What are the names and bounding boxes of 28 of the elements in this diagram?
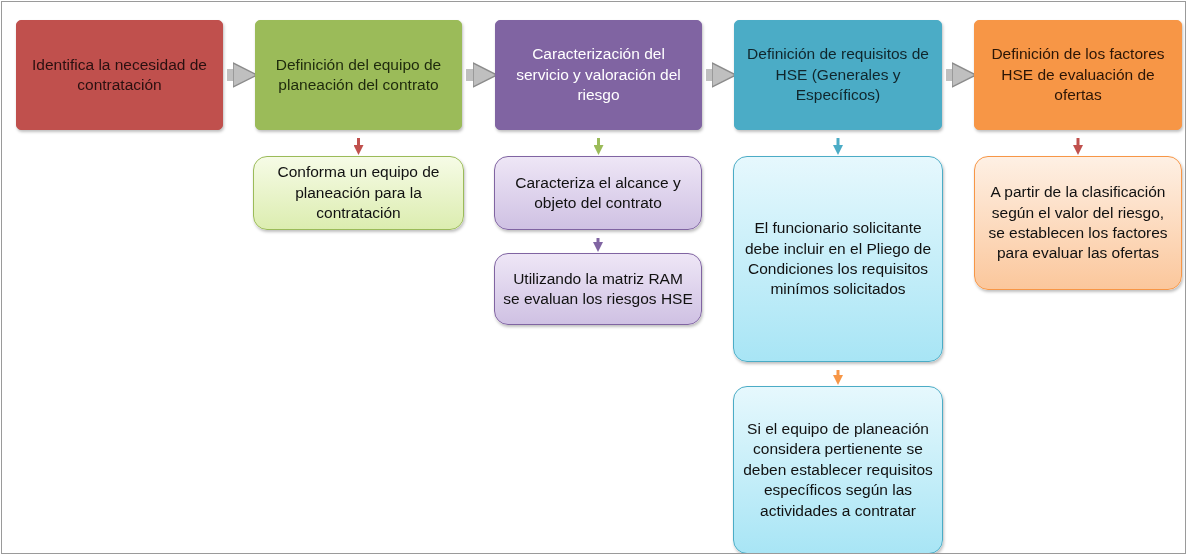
box-text: Caracteriza el alcance y objeto del contrato (514, 172, 682, 213)
box-text: Definición del equipo de planeación del contrato (274, 54, 443, 95)
arrow (1073, 138, 1083, 155)
box-text: Utilizando la matriz RAM se evaluan los riesgos HSE (503, 268, 693, 309)
box-text: Definición de los factores HSE de evaluación de ofertas (990, 44, 1166, 106)
process-box (495, 20, 702, 130)
box-text: Definición de requisitos de HSE (Generales y Específicos) (746, 44, 930, 106)
arrow (593, 238, 603, 252)
box-text: El funcionario solicitante debe incluir en el Pliego de Condiciones los requisitos minímos solicitados (743, 218, 933, 300)
arrow (593, 138, 604, 155)
box-text: Conforma un equipo de planeación para la contratación (276, 162, 441, 224)
detail-box (733, 156, 943, 362)
process-box (16, 20, 223, 130)
process-box (974, 20, 1182, 130)
process-box (255, 20, 462, 130)
box-text: Si el equipo de planeación considera pertienente se deben establecer requisitos específicos según las actividades a contratar (742, 418, 934, 521)
arrow (833, 138, 843, 155)
process-box (734, 20, 942, 130)
detail-box (494, 156, 702, 230)
box-text: A partir de la clasificación según el valor del riesgo, se establecen los factores para evaluar las ofertas (987, 182, 1169, 264)
detail-box (253, 156, 464, 230)
detail-box (974, 156, 1182, 290)
arrow (833, 370, 843, 385)
box-text: Identifica la necesidad de contratación (31, 54, 208, 95)
detail-box (494, 253, 702, 325)
detail-box (733, 386, 943, 553)
arrow (353, 138, 364, 155)
box-text: Caracterización del servicio y valoración del riesgo (515, 44, 682, 106)
